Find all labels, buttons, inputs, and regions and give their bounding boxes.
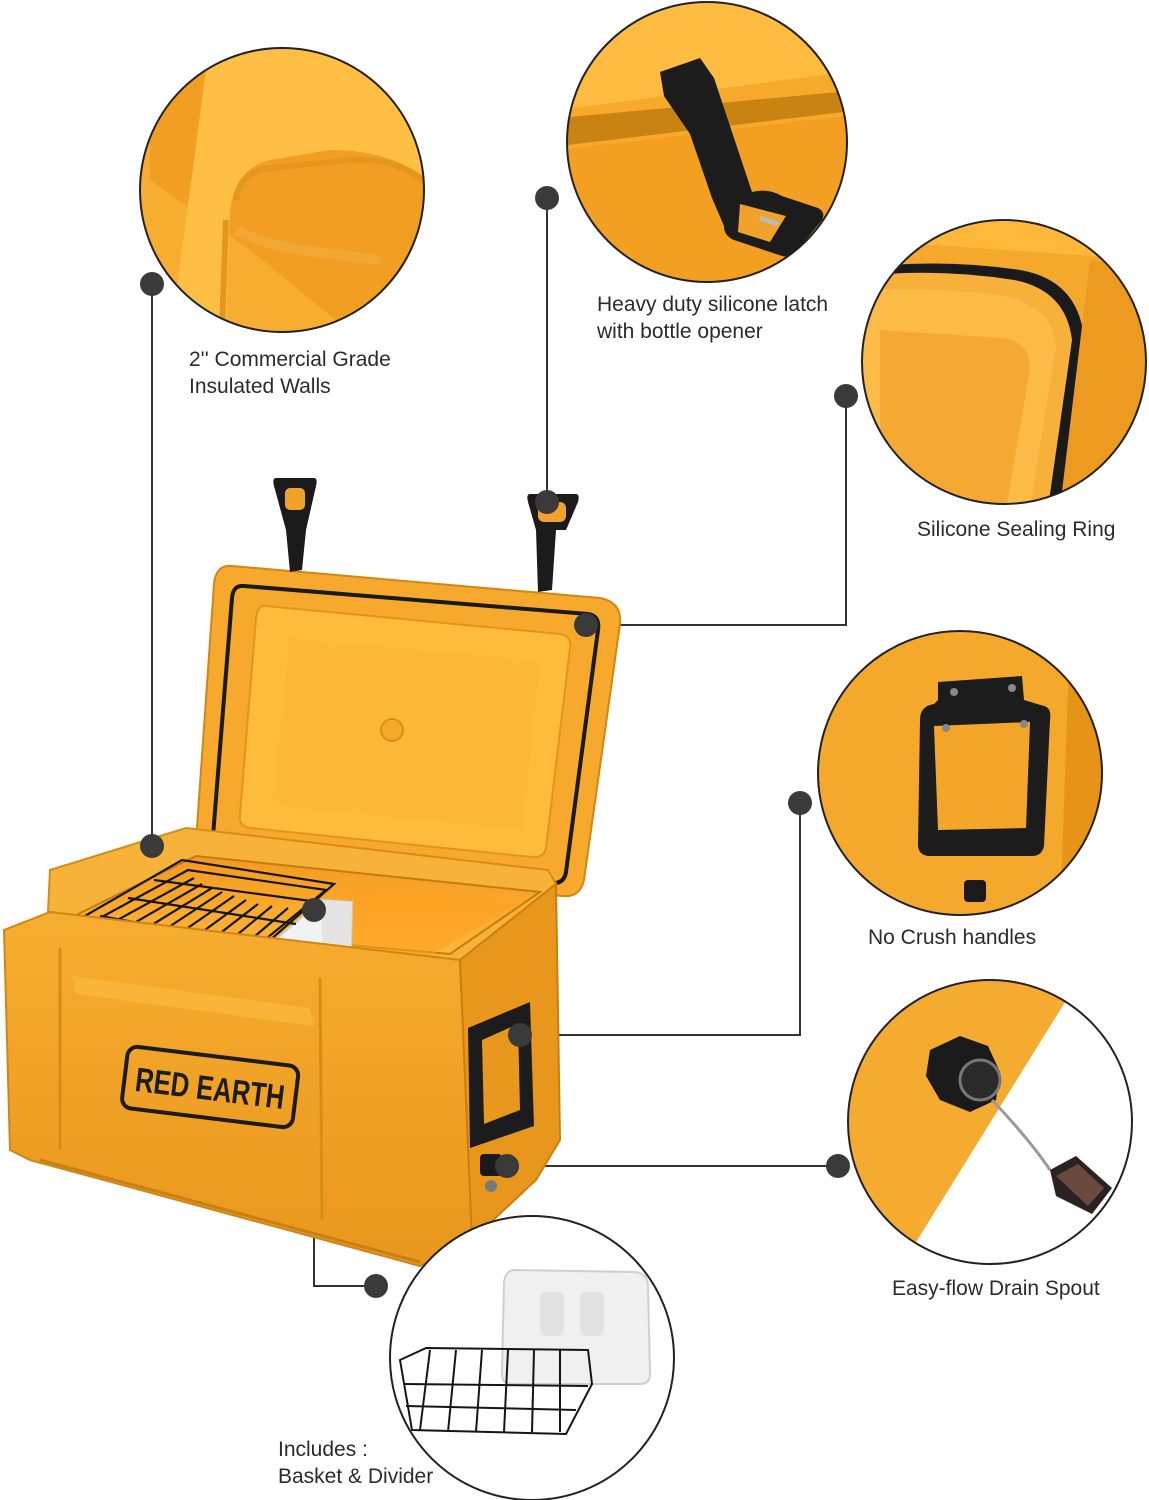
dot-handles-top (788, 791, 812, 815)
dot-seal-cooler (574, 613, 598, 637)
dot-drain-cooler (495, 1154, 519, 1178)
label-latch-line1: Heavy duty silicone latch (597, 293, 829, 316)
latch-detail-icon (660, 58, 824, 257)
lid-center-dimple (380, 718, 404, 742)
label-drain-spout: Easy-flow Drain Spout (892, 1275, 1100, 1302)
label-insulated-walls: 2'' Commercial Grade Insulated Walls (189, 346, 391, 400)
dot-latch-top (535, 186, 559, 210)
dot-basket-cooler (302, 898, 326, 922)
label-no-crush-handles: No Crush handles (868, 924, 1036, 951)
detail-seal (861, 219, 1147, 505)
dot-basket-bottom (364, 1274, 388, 1298)
label-walls-line1: 2'' Commercial Grade (189, 348, 391, 371)
label-basket-line1: Includes : (278, 1438, 368, 1461)
dot-walls-cooler (140, 834, 164, 858)
label-walls-line2: Insulated Walls (189, 375, 331, 398)
label-handles-line1: No Crush handles (868, 926, 1037, 949)
detail-drain (847, 979, 1133, 1265)
label-basket-line2: Basket & Divider (278, 1465, 434, 1488)
detail-walls (139, 47, 425, 333)
dot-walls-top (140, 272, 164, 296)
callout-dots (140, 186, 858, 1298)
dot-handles-cooler (508, 1023, 532, 1047)
dot-latch-cooler (535, 490, 559, 514)
label-latch: Heavy duty silicone latch with bottle op… (597, 291, 828, 345)
dot-seal-top (834, 384, 858, 408)
label-latch-line2: with bottle opener (597, 320, 763, 343)
cooler-body: RED EARTH (2, 478, 622, 1268)
leader-handles (520, 803, 801, 1036)
label-sealing-ring: Silicone Sealing Ring (917, 516, 1115, 543)
detail-latch (566, 1, 848, 283)
label-drain-line1: Easy-flow Drain Spout (892, 1277, 1100, 1300)
label-seal-line1: Silicone Sealing Ring (917, 518, 1116, 541)
label-basket-divider: Includes : Basket & Divider (278, 1436, 433, 1490)
leader-seal (586, 396, 847, 626)
detail-basket (389, 1215, 675, 1500)
dot-drain-right (826, 1154, 850, 1178)
detail-handle (817, 630, 1103, 916)
